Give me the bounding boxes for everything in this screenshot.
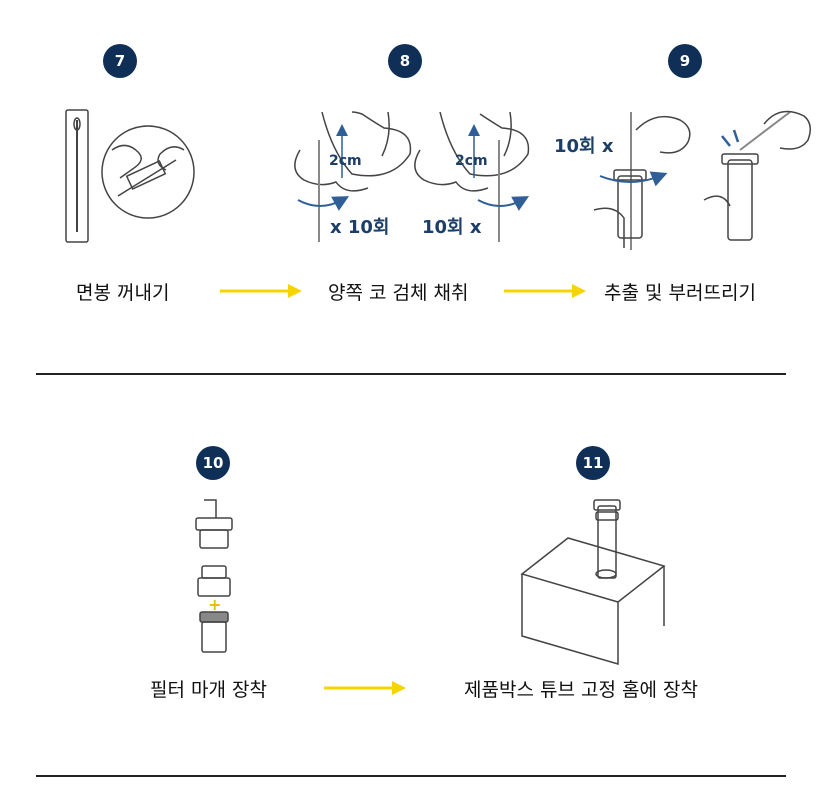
rotate-arrow-right — [477, 196, 530, 211]
depth-label-left: 2cm — [329, 153, 362, 169]
section-divider-top — [36, 373, 786, 375]
step-9-caption: 추출 및 부러뜨리기 — [604, 282, 756, 304]
nose-left-illustration — [294, 111, 412, 192]
step-10-badge: 10 — [196, 446, 230, 480]
filter-cap-illustration — [195, 499, 233, 653]
flow-arrow-7-8 — [220, 284, 302, 298]
flow-arrow-10-11 — [324, 681, 406, 695]
snap-swab-illustration — [703, 110, 811, 241]
step-11-badge: 11 — [576, 446, 610, 480]
step-7-caption: 면봉 꺼내기 — [76, 282, 170, 304]
step-8-badge: 8 — [388, 44, 422, 78]
rotate-label-right: 10회 x — [422, 217, 482, 238]
section-divider-bottom — [36, 775, 786, 777]
step-11-caption: 제품박스 튜브 고정 홈에 장착 — [464, 679, 698, 701]
swab-peel-detail-illustration — [101, 125, 195, 219]
snap-mark-icon — [721, 129, 740, 147]
flow-arrow-8-9 — [504, 284, 586, 298]
step-10-caption: 필터 마개 장착 — [150, 679, 267, 701]
step-8-caption: 양쪽 코 검체 채취 — [328, 282, 469, 304]
swab-package-illustration — [65, 109, 89, 243]
depth-label-right: 2cm — [455, 153, 488, 169]
step-7-badge: 7 — [103, 44, 137, 78]
nose-right-illustration — [414, 111, 530, 192]
rotate-label-left: x 10회 — [330, 217, 390, 238]
rotate-label-extract: 10회 x — [554, 136, 614, 157]
rotate-arrow-extract — [599, 171, 668, 187]
product-box-illustration — [520, 499, 666, 665]
step-9-badge: 9 — [668, 44, 702, 78]
rotate-arrow-left — [297, 196, 350, 211]
plus-sign: + — [208, 595, 221, 614]
